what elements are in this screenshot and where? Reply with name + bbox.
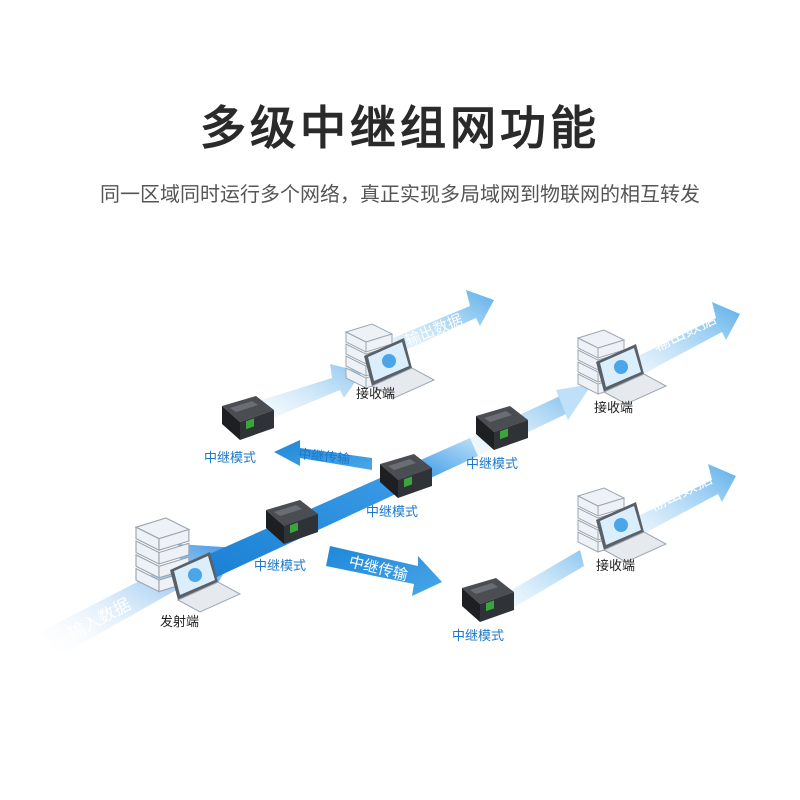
relay-label-3: 中继模式 xyxy=(366,505,418,520)
bottom-output-beam xyxy=(626,464,736,540)
main-beam-arrowhead xyxy=(556,384,592,420)
relay-label-5: 中继模式 xyxy=(452,629,504,644)
right-output-beam xyxy=(626,302,740,380)
top-output-beam xyxy=(388,290,494,356)
page-title: 多级中继组网功能 xyxy=(200,101,600,155)
relay-label-4: 中继模式 xyxy=(466,457,518,472)
relay-transfer-arrow-left xyxy=(274,440,372,470)
sender-label: 发射端 xyxy=(160,614,199,630)
top-relay-feed-beam xyxy=(262,364,362,420)
bottom-receiver-label: 接收端 xyxy=(596,558,635,574)
relay-label-1: 中继模式 xyxy=(254,559,306,574)
relay-transfer-label-left: 中继传输 xyxy=(298,446,351,467)
page-subtitle: 同一区域同时运行多个网络，真正实现多局域网到物联网的相互转发 xyxy=(100,182,700,206)
bottom-feed-beam xyxy=(498,550,584,612)
right-receiver-label: 接收端 xyxy=(594,400,633,416)
top-receiver-label: 接收端 xyxy=(356,386,395,402)
top-output-label: 输出数据 xyxy=(403,311,465,350)
relay-transfer-arrow-right xyxy=(326,546,442,596)
relay-label-2: 中继模式 xyxy=(204,451,256,466)
relay-device-icon-5 xyxy=(462,578,514,622)
